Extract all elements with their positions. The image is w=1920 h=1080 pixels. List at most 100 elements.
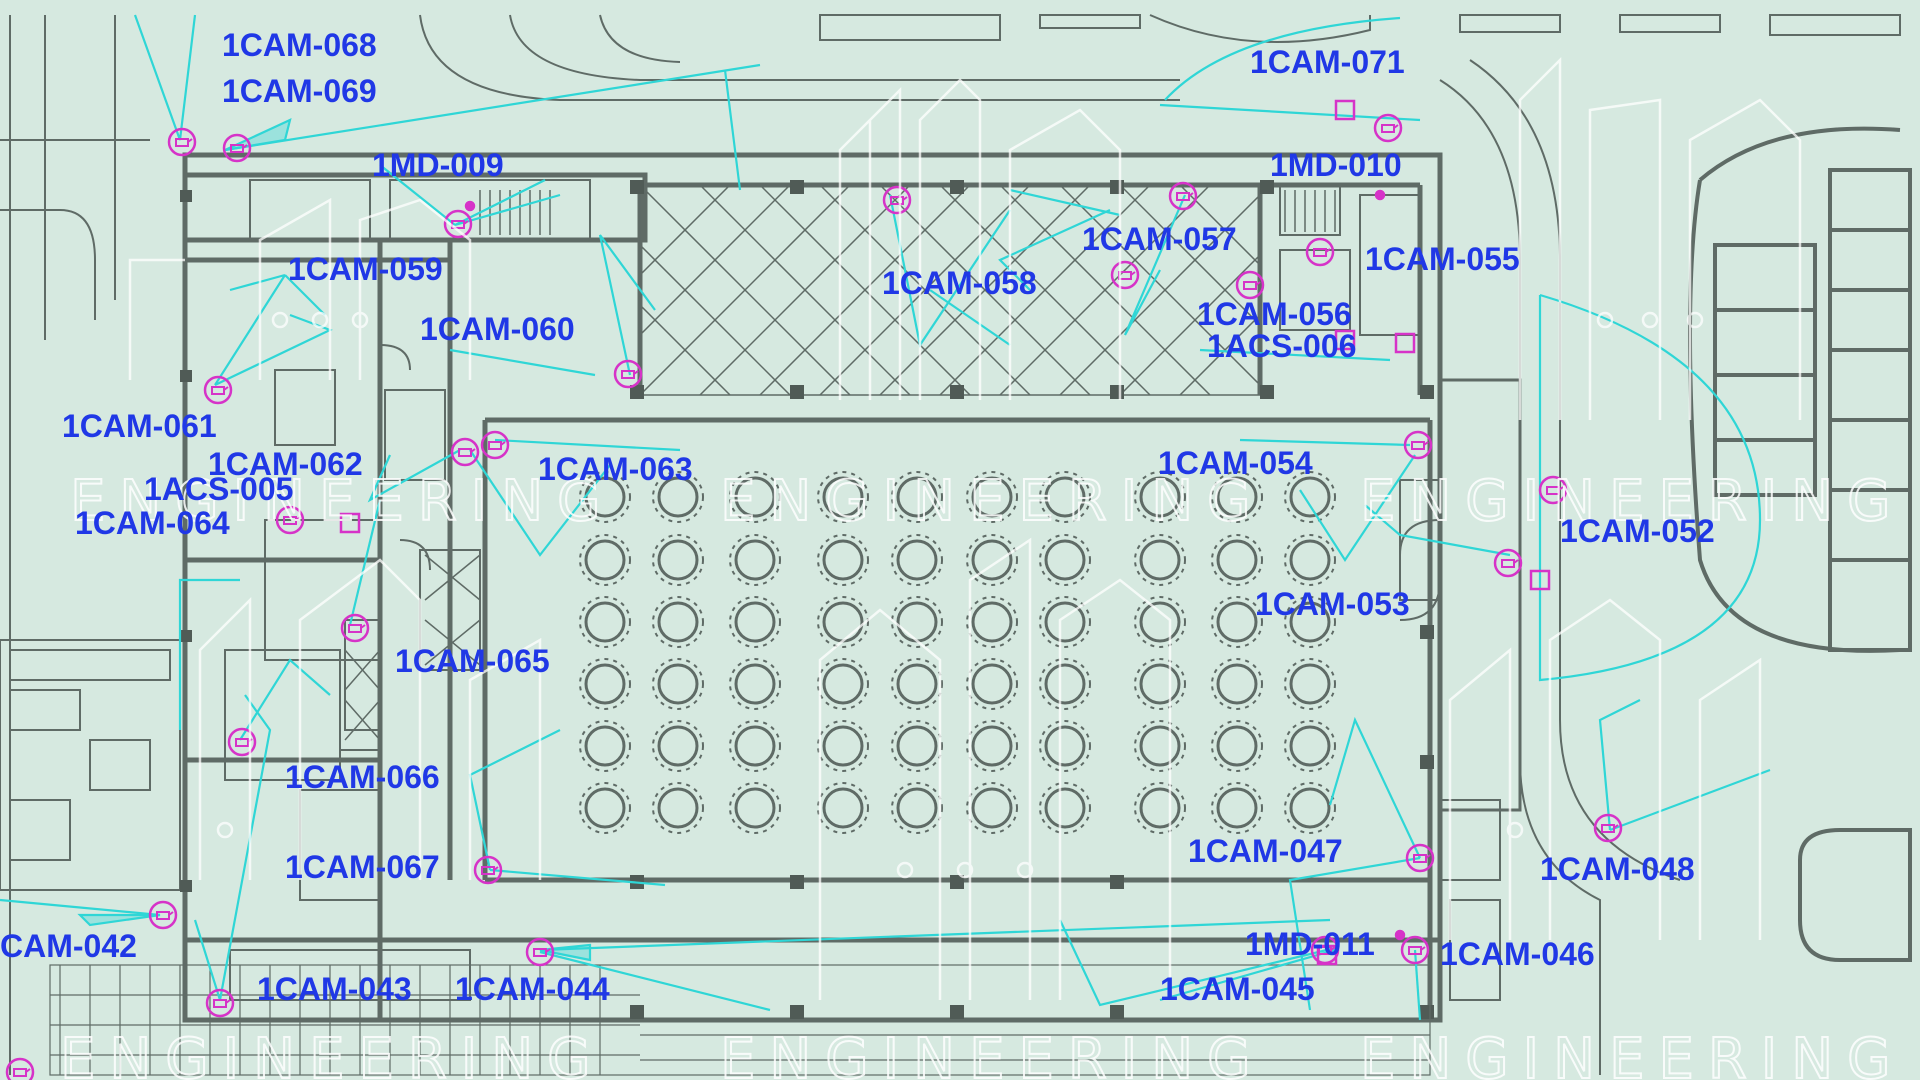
camera-icon[interactable]	[1493, 548, 1523, 578]
camera-glyph	[211, 386, 229, 395]
table-chairs	[652, 471, 704, 523]
table-chairs	[652, 534, 704, 586]
table-chairs	[1211, 596, 1263, 648]
camera-glyph	[1413, 854, 1431, 863]
camera-icon[interactable]	[148, 900, 178, 930]
banquet-table	[822, 787, 864, 829]
camera-glyph	[283, 516, 301, 525]
camera-icon[interactable]	[882, 185, 912, 215]
camera-icon[interactable]	[1400, 935, 1430, 965]
banquet-table	[657, 476, 699, 518]
motion-detector-icon[interactable]	[1374, 189, 1386, 201]
table-chairs	[579, 720, 631, 772]
banquet-table	[1216, 539, 1258, 581]
banquet-table	[822, 725, 864, 767]
camera-icon[interactable]	[613, 359, 643, 389]
table-chairs	[1134, 471, 1186, 523]
table-chairs	[729, 658, 781, 710]
label-1cam-071: 1CAM-071	[1250, 44, 1405, 80]
camera-icon[interactable]	[450, 437, 480, 467]
label-1cam-043: 1CAM-043	[257, 971, 412, 1007]
table-chairs	[817, 534, 869, 586]
table-chairs	[729, 534, 781, 586]
banquet-table	[1289, 663, 1331, 705]
table-chairs	[966, 720, 1018, 772]
table-chairs	[1211, 534, 1263, 586]
banquet-table	[1289, 787, 1331, 829]
table-chairs	[891, 471, 943, 523]
sensor-icon[interactable]	[1394, 332, 1416, 354]
label-1cam-057: 1CAM-057	[1082, 221, 1237, 257]
table-chairs	[966, 658, 1018, 710]
camera-icon[interactable]	[473, 855, 503, 885]
banquet-table	[1289, 725, 1331, 767]
camera-icon[interactable]	[205, 988, 235, 1018]
banquet-table	[657, 725, 699, 767]
camera-icon[interactable]	[525, 937, 555, 967]
camera-icon[interactable]	[1405, 843, 1435, 873]
camera-icon[interactable]	[1235, 270, 1265, 300]
camera-glyph	[1381, 124, 1399, 133]
table-chairs	[1134, 782, 1186, 834]
table-chairs	[1284, 596, 1336, 648]
table-chairs	[1134, 596, 1186, 648]
table-chairs	[966, 471, 1018, 523]
banquet-table	[657, 663, 699, 705]
sensor-icon[interactable]	[339, 512, 361, 534]
camera-glyph	[1243, 281, 1261, 290]
table-chairs	[729, 596, 781, 648]
camera-icon[interactable]	[227, 727, 257, 757]
camera-glyph	[213, 999, 231, 1008]
sensor-icon[interactable]	[1316, 944, 1338, 966]
motion-detector-icon[interactable]	[1394, 929, 1406, 941]
table-chairs	[652, 658, 704, 710]
camera-icon[interactable]	[1305, 237, 1335, 267]
motion-detector-icon[interactable]	[464, 200, 476, 212]
table-chairs	[817, 658, 869, 710]
camera-icon[interactable]	[1403, 430, 1433, 460]
table-chairs	[1039, 782, 1091, 834]
camera-icon[interactable]	[1538, 475, 1568, 505]
camera-icon[interactable]	[340, 613, 370, 643]
camera-icon[interactable]	[5, 1057, 35, 1080]
watermark-text: ENGINEERING	[720, 469, 1265, 534]
camera-icon[interactable]	[222, 133, 252, 163]
table-chairs	[652, 596, 704, 648]
banquet-table	[584, 663, 626, 705]
banquet-table	[896, 663, 938, 705]
banquet-table	[1139, 663, 1181, 705]
table-chairs	[966, 534, 1018, 586]
devices-layer	[5, 99, 1623, 1080]
banquet-tables	[579, 471, 1336, 834]
label-1cam-058: 1CAM-058	[882, 265, 1037, 301]
sensor-icon[interactable]	[1334, 99, 1356, 121]
table-chairs	[891, 596, 943, 648]
camera-icon[interactable]	[480, 430, 510, 460]
camera-icon[interactable]	[275, 505, 305, 535]
sensor-icon[interactable]	[1334, 329, 1356, 351]
camera-icon[interactable]	[203, 375, 233, 405]
label-1cam-046: 1CAM-046	[1440, 936, 1595, 972]
banquet-table	[1044, 725, 1086, 767]
table-chairs	[1284, 782, 1336, 834]
camera-icon[interactable]	[1110, 260, 1140, 290]
camera-icon[interactable]	[1373, 113, 1403, 143]
camera-icon[interactable]	[443, 209, 473, 239]
camera-icon[interactable]	[1168, 181, 1198, 211]
camera-glyph	[1313, 248, 1331, 257]
banquet-table	[734, 601, 776, 643]
table-chairs	[966, 782, 1018, 834]
banquet-table	[822, 601, 864, 643]
watermark-text: ENGINEERING	[720, 1027, 1265, 1080]
table-chairs	[652, 720, 704, 772]
sensor-icon[interactable]	[1529, 569, 1551, 591]
camera-glyph	[481, 866, 499, 875]
label-1acs-005: 1ACS-005	[144, 471, 293, 507]
camera-icon[interactable]	[167, 127, 197, 157]
banquet-table	[1216, 787, 1258, 829]
camera-glyph	[1546, 486, 1564, 495]
camera-icon[interactable]	[1593, 813, 1623, 843]
camera-coverage-layer	[0, 14, 1771, 1021]
banquet-table	[896, 725, 938, 767]
